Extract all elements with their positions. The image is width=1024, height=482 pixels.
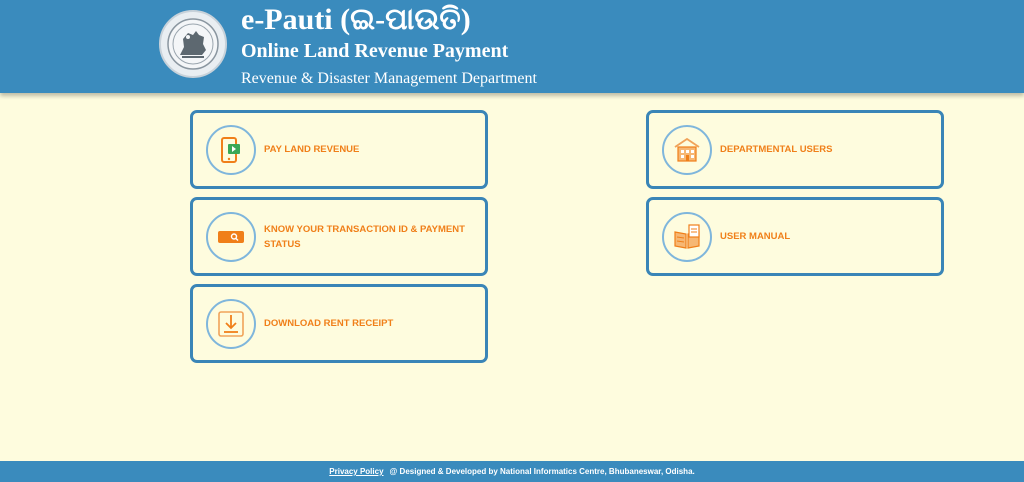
departmental-users-label: DEPARTMENTAL USERS	[720, 144, 833, 155]
site-header: e-Pauti (ଇ-ପାଉତି) Online Land Revenue Pa…	[0, 0, 1024, 93]
site-subtitle: Online Land Revenue Payment	[241, 40, 509, 62]
user-manual-card[interactable]: USER MANUAL	[646, 197, 944, 276]
site-title: e-Pauti (ଇ-ପାଉତି)	[241, 3, 471, 36]
pay-land-revenue-label: PAY LAND REVENUE	[264, 144, 360, 155]
departmental-users-card[interactable]: DEPARTMENTAL USERS	[646, 110, 944, 189]
download-receipt-card[interactable]: DOWNLOAD RENT RECEIPT	[190, 284, 488, 363]
download-icon	[206, 298, 256, 349]
manual-book-icon	[662, 211, 712, 262]
privacy-policy-link[interactable]: Privacy Policy	[329, 467, 384, 476]
pay-land-revenue-card[interactable]: PAY LAND REVENUE	[190, 110, 488, 189]
site-footer: Privacy Policy @ Designed & Developed by…	[0, 461, 1024, 482]
footer-credit: @ Designed & Developed by National Infor…	[389, 467, 695, 476]
search-card-icon	[206, 211, 256, 262]
odisha-emblem-icon	[159, 10, 227, 78]
user-manual-label: USER MANUAL	[720, 231, 791, 242]
know-transaction-label: KNOW YOUR TRANSACTION ID & PAYMENT STATU…	[264, 223, 465, 250]
mobile-payment-icon	[206, 124, 256, 175]
know-transaction-card[interactable]: KNOW YOUR TRANSACTION ID & PAYMENT STATU…	[190, 197, 488, 276]
download-receipt-label: DOWNLOAD RENT RECEIPT	[264, 318, 394, 329]
department-name: Revenue & Disaster Management Department	[241, 70, 537, 87]
building-icon	[662, 124, 712, 175]
